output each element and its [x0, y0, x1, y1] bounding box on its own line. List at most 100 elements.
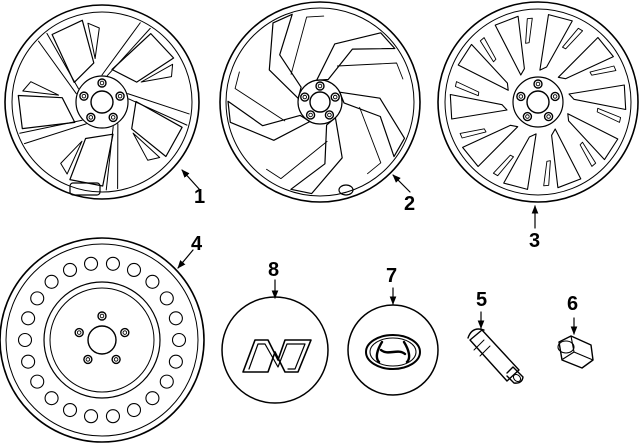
spoke-edge: [46, 32, 79, 90]
lug-hole: [305, 110, 316, 120]
lug-hole-inner: [117, 93, 123, 99]
lug-hole-inner: [81, 93, 87, 99]
lug-hole-inner: [110, 115, 116, 120]
vent-hole: [21, 354, 36, 369]
spoke-edge: [127, 93, 190, 115]
lug-hole-inner: [113, 357, 119, 362]
lug-hole: [115, 91, 125, 101]
vent-hole: [168, 354, 183, 369]
vent-hole: [83, 256, 99, 271]
spoke-window: [557, 36, 614, 80]
spoke-facet: [290, 15, 325, 75]
turbine-spoke: [316, 32, 396, 81]
wheel-2-spokes: [227, 13, 406, 195]
spoke-pocket: [69, 133, 114, 187]
turbine-spoke: [227, 100, 311, 141]
lug-hole-inner: [552, 94, 558, 99]
leader-1: [181, 169, 201, 191]
callout-2: 2: [404, 193, 415, 215]
lug-hole-inner: [99, 313, 105, 319]
wheel-1-spokes: [17, 19, 190, 191]
lug-hole: [533, 79, 543, 89]
vent-hole: [17, 332, 33, 348]
lug-hole: [86, 112, 96, 123]
spoke-facet: [336, 62, 404, 80]
vent-hole: [105, 256, 121, 271]
spoke-facet: [266, 140, 328, 180]
spoke-edge: [105, 126, 114, 191]
spare-wheel-vent-holes: [17, 256, 187, 424]
spoke-window: [551, 128, 582, 189]
spoke-pocket: [131, 100, 183, 158]
spoke-window: [568, 84, 627, 111]
spare-wheel-lug-holes: [74, 311, 130, 365]
wheel-1-tpms-label: [69, 182, 101, 196]
lug-hole: [543, 111, 554, 122]
wheel-2: 2: [219, 1, 421, 215]
lug-hole: [550, 91, 560, 102]
callout-8: 8: [268, 259, 279, 281]
wheel-2-lug-holes: [300, 81, 340, 120]
lug-hole-inner: [332, 94, 338, 100]
lug-hole: [315, 81, 325, 91]
vent-hole: [105, 409, 121, 424]
vent-hole: [62, 402, 78, 418]
wheel-3-lug-holes: [516, 79, 560, 122]
lug-hole: [108, 112, 118, 123]
lug-hole: [300, 92, 310, 102]
spoke-window: [503, 133, 537, 190]
callout-6: 6: [567, 293, 578, 315]
spoke-pocket-small: [60, 140, 83, 175]
callout-1: 1: [194, 186, 205, 208]
turbine-spoke: [339, 91, 406, 158]
spoke-window: [494, 15, 525, 76]
lug-hole: [74, 327, 84, 338]
lug-hole: [79, 91, 89, 101]
lug-hole: [111, 354, 121, 365]
spoke-pocket-small: [132, 132, 161, 161]
spoke-pocket: [17, 94, 76, 130]
callout-5: 5: [476, 289, 487, 311]
spoke-slot: [454, 81, 480, 97]
lug-hole-inner: [99, 80, 105, 86]
vent-hole: [168, 311, 183, 326]
spoke-slot: [543, 160, 551, 187]
vent-hole: [126, 402, 142, 418]
spoke-slot: [525, 17, 533, 44]
wheel-3: 3: [437, 1, 639, 252]
lug-hole: [83, 354, 93, 365]
wheel-1-lug-holes: [79, 78, 125, 123]
spoke-edge: [128, 98, 188, 126]
lug-hole-inner: [88, 115, 94, 120]
vent-hole: [30, 291, 45, 306]
spoke-slot: [579, 141, 597, 167]
spoke-slot: [596, 107, 622, 123]
lug-hole-inner: [85, 357, 91, 362]
valve-stem: 5: [467, 289, 524, 384]
callout-7: 7: [386, 265, 397, 287]
wheel-1: 1: [4, 4, 205, 208]
spoke-pocket: [111, 32, 175, 83]
spare-wheel: 4: [0, 233, 205, 443]
lug-hole-inner: [525, 114, 530, 119]
spoke-pocket-small: [22, 81, 59, 96]
lug-hole-inner: [535, 81, 541, 87]
vent-hole: [21, 311, 36, 326]
turbine-spoke: [290, 117, 343, 195]
lug-hole: [324, 110, 335, 120]
lug-hole-inner: [327, 112, 332, 118]
lug-hole-inner: [308, 112, 313, 118]
vent-hole: [159, 374, 174, 389]
callout-3: 3: [529, 230, 540, 252]
spoke-edge: [37, 40, 77, 95]
lug-hole: [97, 78, 107, 88]
vent-hole: [30, 374, 45, 389]
turbine-spoke: [268, 13, 302, 100]
lug-hole-inner: [76, 330, 82, 335]
vent-hole: [145, 274, 160, 289]
spoke-slot: [562, 27, 584, 50]
lug-hole-inner: [546, 114, 551, 119]
wheel-3-spokes: [449, 14, 627, 190]
spoke-window: [449, 93, 508, 120]
callout-4: 4: [191, 233, 203, 255]
